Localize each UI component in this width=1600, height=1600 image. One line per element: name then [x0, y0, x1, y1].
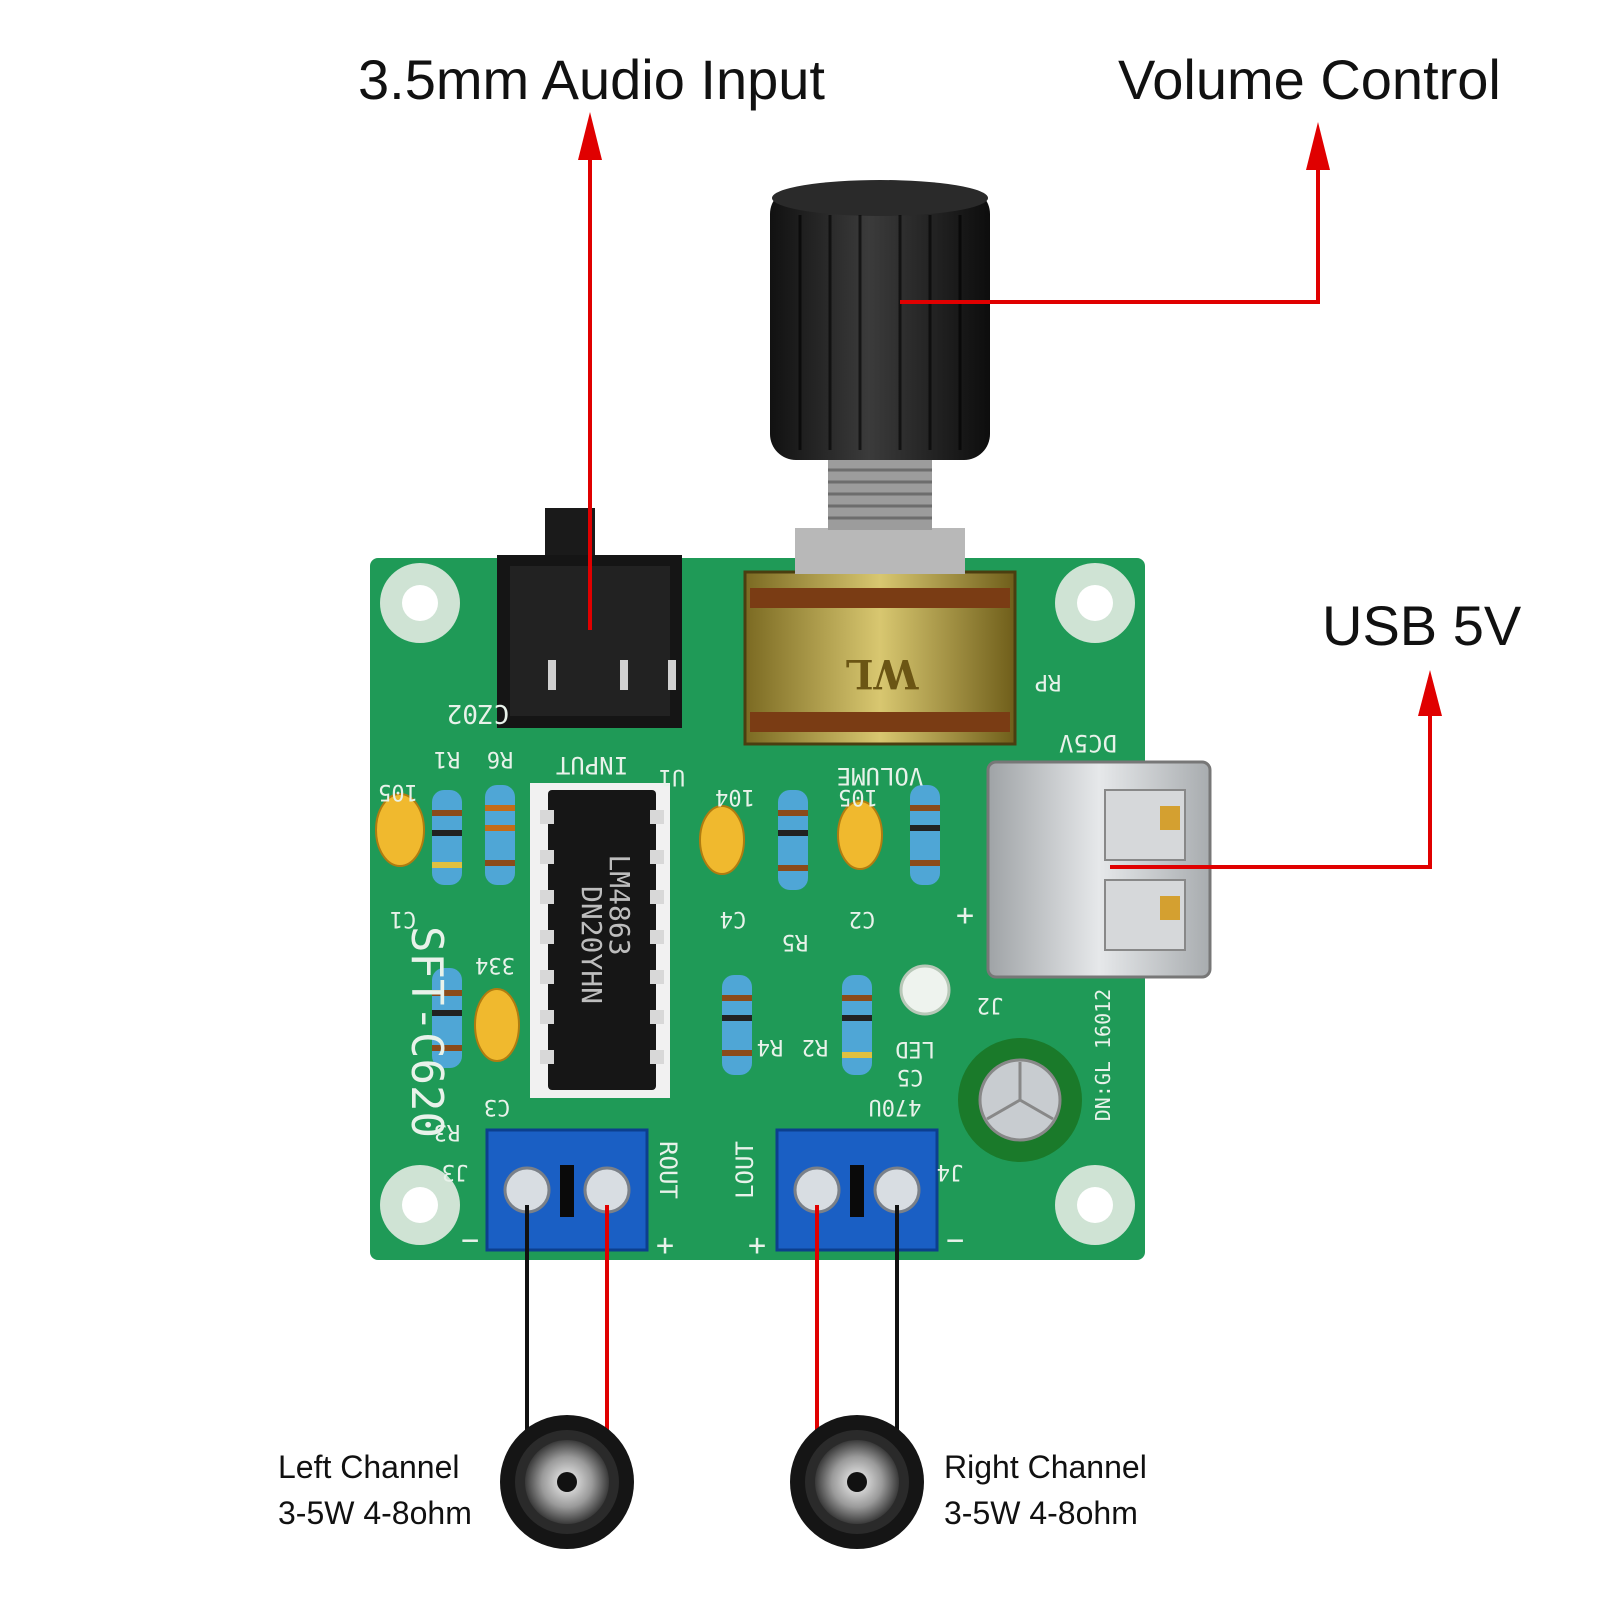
volume-label: VOLUME — [837, 762, 924, 790]
board-model-label: SFT-C620 — [401, 926, 452, 1138]
j4-label: J4 — [937, 1159, 964, 1184]
volume-knob — [770, 180, 990, 460]
c5-value-label: 470U — [869, 1094, 922, 1119]
audio-jack — [497, 508, 682, 728]
ceramic-capacitors — [375, 793, 883, 1062]
c4-label: C4 — [720, 906, 747, 931]
amplifier-chip — [530, 783, 670, 1098]
rout-plus-label: + — [656, 1228, 674, 1263]
r3-label: R3 — [434, 1119, 461, 1144]
led — [899, 964, 951, 1016]
usb-plus-label: + — [956, 898, 974, 933]
cap-105-a-label: 105 — [378, 779, 418, 804]
ic-line1: LM4863 — [603, 854, 636, 955]
volume-potentiometer — [743, 458, 1017, 746]
left-channel-title: Left Channel — [278, 1449, 460, 1485]
usb-ref-label: J2 — [977, 992, 1004, 1017]
right-channel-spec: 3-5W 4-8ohm — [944, 1495, 1138, 1532]
usb-socket — [986, 760, 1212, 979]
lout-minus-label: − — [946, 1223, 964, 1258]
terminal-block-right-out — [485, 1128, 649, 1252]
right-speaker — [790, 1415, 924, 1549]
r5-label: R5 — [782, 929, 809, 954]
r2-label: R2 — [802, 1034, 829, 1059]
r6-label: R6 — [487, 746, 514, 771]
j3-label: J3 — [442, 1159, 469, 1184]
lout-label: LOUT — [731, 1141, 759, 1199]
audio-input-callout: 3.5mm Audio Input — [358, 48, 825, 111]
left-speaker — [500, 1415, 634, 1549]
cap-105-b-label: 105 — [838, 784, 878, 809]
pot-brand-label: WL — [845, 650, 919, 697]
cap-334-label: 334 — [475, 952, 515, 977]
led-label: LED — [895, 1036, 935, 1061]
ic-ref-label: U1 — [659, 764, 686, 789]
c1-label: C1 — [390, 906, 417, 931]
usb-arrow — [1110, 670, 1442, 869]
left-channel-callout: Left Channel 3-5W 4-8ohm — [278, 1444, 472, 1537]
cap-104-label: 104 — [715, 784, 755, 809]
resistors — [432, 785, 940, 1075]
terminal-block-left-out — [775, 1128, 939, 1252]
jack-ref-label: CZ02 — [447, 698, 510, 728]
r4-label: R4 — [757, 1034, 784, 1059]
c5-label: C5 — [897, 1064, 924, 1089]
mounting-holes — [380, 563, 1135, 1245]
volume-control-arrow — [900, 122, 1330, 304]
dc-label: DC5V — [1059, 729, 1117, 757]
c2-label: C2 — [849, 906, 876, 931]
date-code-label: DN:GL 16012 — [1091, 989, 1115, 1121]
pot-ref-label: RP — [1035, 669, 1062, 694]
right-channel-callout: Right Channel 3-5W 4-8ohm — [944, 1444, 1147, 1537]
rout-label: ROUT — [654, 1141, 682, 1199]
volume-control-callout: Volume Control — [1118, 48, 1501, 111]
right-channel-title: Right Channel — [944, 1449, 1147, 1485]
speaker-wires — [525, 1205, 899, 1432]
electrolytic-capacitor — [958, 1038, 1082, 1162]
ic-line2: DN20YHN — [575, 886, 608, 1004]
input-label: INPUT — [556, 751, 628, 779]
audio-input-arrow — [578, 112, 602, 630]
c3-label: C3 — [484, 1094, 511, 1119]
rout-minus-label: − — [461, 1223, 479, 1258]
usb-callout: USB 5V — [1322, 594, 1522, 657]
left-channel-spec: 3-5W 4-8ohm — [278, 1495, 472, 1532]
lout-plus-label: + — [748, 1228, 766, 1263]
r1-label: R1 — [434, 746, 461, 771]
